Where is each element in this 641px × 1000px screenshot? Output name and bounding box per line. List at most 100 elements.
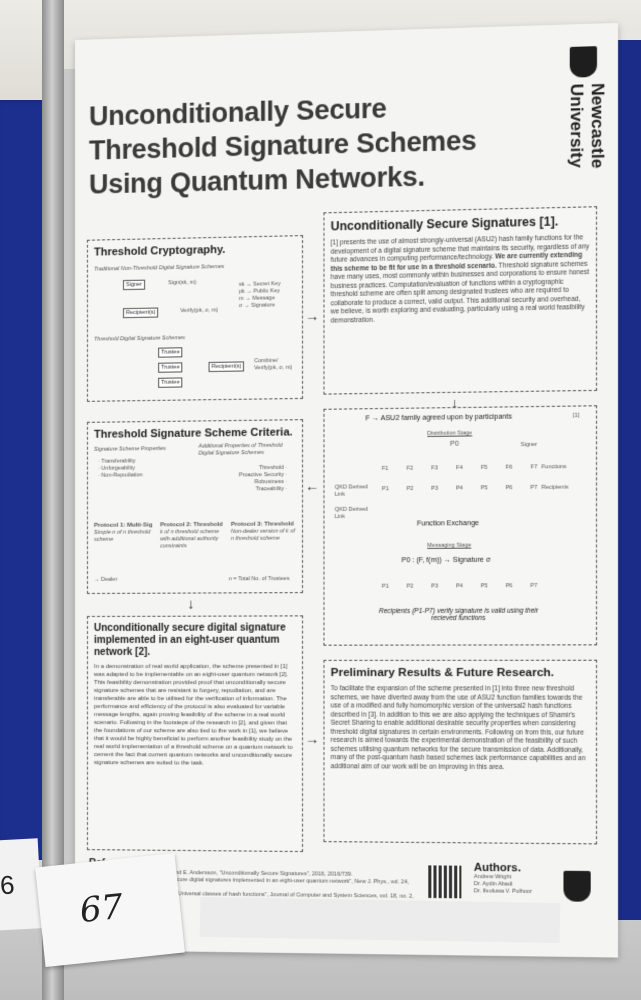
participant-label: P2	[406, 583, 414, 590]
author-name: Dr. Ifeoluwa V. Pulhoor	[473, 888, 532, 896]
university-logo: Newcastle University	[557, 42, 609, 218]
crest-icon	[563, 870, 591, 902]
arrow-icon: →	[305, 730, 320, 747]
props-title: Signature Scheme Properties	[93, 445, 167, 453]
arrow-icon: ←	[305, 477, 320, 494]
criteria-box: Threshold Signature Scheme Criteria. Sig…	[86, 419, 304, 594]
add-list: Threshold · Proactive Security · Robustn…	[239, 465, 287, 494]
section-title: Authors.	[473, 861, 521, 875]
participant-label: P2	[406, 485, 414, 493]
number-card: 67	[35, 852, 185, 968]
paragraph: In a demonstration of real world applica…	[93, 663, 293, 767]
function-label: F1	[381, 465, 389, 472]
arrow-icon: ↓	[187, 595, 195, 612]
participant-label: P5	[480, 583, 488, 590]
protocol-desc: Non-dealer version of k of n threshold s…	[230, 528, 295, 543]
poster: Unconditionally Secure Threshold Signatu…	[75, 22, 619, 958]
participant-label: P5	[480, 485, 488, 492]
section-title: Threshold Signature Scheme Criteria.	[93, 426, 293, 441]
qkd-label: QKD Derived Link	[334, 506, 368, 521]
protocol-desc: Simple n of n threshold scheme	[93, 529, 151, 543]
footer-left: → Dealer	[93, 576, 118, 583]
participant-label: P3	[431, 485, 439, 492]
section-title: Unconditionally secure digital signature…	[93, 622, 286, 658]
f-row: F1 F2 F3 F4 F5 F6 F7	[382, 464, 537, 473]
sign-label: Sign(sk, m)	[168, 279, 197, 287]
card-number: 6	[0, 869, 16, 901]
signer-label: Signer	[520, 441, 538, 449]
qr-code-icon	[428, 865, 462, 899]
combine-label: Combine/ Verify(pk, σ, m)	[254, 357, 293, 372]
legend: sk → Secret Key pk → Public Key m → Mess…	[239, 281, 281, 310]
paragraph: To facilitate the expansion of the schem…	[330, 685, 586, 771]
qkd-label: QKD Derived Link	[334, 484, 368, 498]
section-title: Threshold Cryptography.	[93, 243, 226, 259]
p-row: P1 P2 P3 P4 P5 P6 P7	[382, 485, 537, 494]
arrow-icon: →	[305, 307, 320, 325]
threshold-cryptography-box: Threshold Cryptography. Traditional Non-…	[86, 235, 304, 402]
props-list: · Transferability · Unforgeability · Non…	[98, 458, 143, 479]
subheading: Threshold Digital Signature Schemes	[93, 335, 186, 343]
participant-label: P3	[431, 583, 439, 590]
recipients-label: Recipients	[541, 484, 569, 491]
card-number: 67	[77, 886, 126, 932]
metal-pole	[42, 0, 64, 1000]
trustee-node: Trustee	[158, 347, 183, 358]
functions-label: Functions	[541, 464, 567, 471]
participant-label: P7	[530, 484, 538, 492]
signer-node: Signer	[122, 279, 145, 291]
list-item: · Non-Repudiation	[97, 472, 143, 479]
protocol-desc: k of n threshold scheme with additional …	[160, 528, 220, 550]
p-row-2: P1 P2 P3 P4 P5 P6 P7	[382, 583, 537, 591]
logo-text: Newcastle University	[566, 82, 608, 169]
protocol-3: Protocol 3: Threshold Non-dealer version…	[231, 521, 298, 543]
protocol-2: Protocol 2: Threshold k of n threshold s…	[160, 522, 227, 551]
participant-label: P7	[530, 583, 538, 590]
recipients-node: Recipient(s)	[122, 307, 159, 319]
protocol-diagram-box: F → ASU2 family agreed upon by participa…	[323, 405, 598, 646]
trustee-node: Trustee	[158, 377, 183, 388]
eight-user-box: Unconditionally secure digital signature…	[86, 615, 304, 853]
add-title: Additional Properties of Threshold Digit…	[198, 442, 283, 457]
function-label: F6	[505, 464, 513, 471]
verify-line: Recipients (P1-P7) verify signature is v…	[378, 607, 539, 623]
number-card-left: 6	[0, 838, 43, 932]
dist-stage: Distribution Stage	[427, 430, 473, 437]
section-title: Unconditionally Secure Signatures [1].	[330, 214, 559, 234]
p0-node: P0	[449, 440, 459, 448]
diagram-top: F → ASU2 family agreed upon by participa…	[365, 413, 512, 423]
verify-label: Verify(pk, σ, m)	[180, 307, 218, 315]
footer-right: n = Total No. of Trustees	[228, 575, 290, 583]
recipients-node: Recipient(s)	[208, 361, 245, 373]
participant-label: P6	[505, 583, 513, 590]
trustee-node: Trustee	[158, 362, 183, 373]
messaging-stage: Messaging Stage	[427, 542, 472, 549]
participant-label: P4	[455, 485, 463, 492]
poster-title-line-3: Using Quantum Networks.	[88, 161, 425, 200]
authors: Authors. Andrew Wright Dr. Aydin Abadi D…	[474, 862, 557, 897]
paper-sheet	[199, 896, 561, 944]
participant-label: P6	[505, 485, 513, 492]
section-title: Preliminary Results & Future Research.	[330, 666, 555, 680]
protocol-1: Protocol 1: Multi-Sig Simple n of n thre…	[94, 522, 154, 543]
diagram-ref: [1]	[572, 412, 580, 419]
results-box: Preliminary Results & Future Research. T…	[323, 659, 598, 845]
crest-icon	[569, 46, 598, 78]
signature-line: P0 : (F, f(m)) → Signature σ	[401, 556, 491, 565]
function-label: F4	[455, 465, 463, 472]
poster-title-line-1: Unconditionally Secure	[88, 93, 387, 132]
exchange-label: Function Exchange	[416, 520, 479, 528]
participant-label: P4	[455, 583, 463, 590]
function-label: F2	[406, 465, 414, 472]
paragraph: [1] presents the use of almost strongly-…	[331, 234, 590, 326]
unconditional-signatures-box: Unconditionally Secure Signatures [1]. […	[323, 206, 598, 395]
participant-label: P1	[381, 583, 389, 590]
function-label: F5	[480, 464, 488, 472]
legend-item: σ → Signature	[238, 302, 275, 310]
function-label: F3	[431, 465, 438, 472]
list-item: Traceability ·	[255, 486, 288, 493]
subheading: Traditional Non-Threshold Digital Signat…	[93, 263, 225, 273]
participant-label: P1	[381, 486, 389, 493]
function-label: F7	[530, 464, 538, 471]
